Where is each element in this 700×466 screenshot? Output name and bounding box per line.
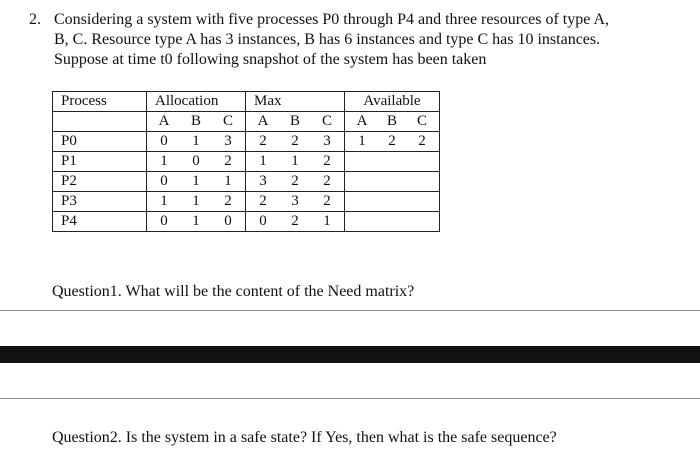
column-b-label: B: [289, 113, 300, 129]
table-row: P3 1 1 2 2 3 2: [52, 191, 440, 212]
max-cell: 2 3 2: [245, 191, 345, 212]
value-c: 2: [418, 133, 426, 149]
problem-line: B, C. Resource type A has 3 instances, B…: [54, 31, 601, 48]
problem-number: 2.: [29, 11, 41, 28]
table-row: P2 0 1 1 3 2 2: [52, 171, 440, 192]
value-b: 1: [291, 153, 299, 169]
value-c: 0: [224, 213, 232, 229]
allocation-cell: 0 1 1: [146, 171, 246, 192]
process-cell: P0: [52, 131, 147, 152]
table-subheader-row: A B C A B C A B C: [52, 111, 440, 132]
column-c-label: C: [416, 113, 427, 129]
available-cell: [344, 151, 440, 172]
value-a: 1: [358, 133, 366, 149]
value-b: 2: [291, 133, 299, 149]
value-c: 2: [224, 193, 232, 209]
value-b: 1: [192, 173, 200, 189]
value-a: 1: [160, 153, 168, 169]
value-b: 1: [192, 133, 200, 149]
redaction-bar: [0, 346, 700, 363]
max-header: Max: [245, 91, 345, 112]
available-cell: [344, 191, 440, 212]
process-cell: P1: [52, 151, 147, 172]
problem-statement: Considering a system with five processes…: [54, 10, 684, 70]
value-b: 2: [388, 133, 396, 149]
process-cell: P2: [52, 171, 147, 192]
value-c: 2: [323, 173, 331, 189]
max-subheader: A B C: [245, 111, 345, 132]
process-header: Process: [52, 91, 147, 112]
value-b: 2: [291, 173, 299, 189]
table-row: P4 0 1 0 0 2 1: [52, 211, 440, 232]
allocation-cell: 1 1 2: [146, 191, 246, 212]
divider: [0, 310, 700, 311]
value-a: 2: [259, 133, 267, 149]
value-a: 3: [259, 173, 267, 189]
allocation-cell: 0 1 3: [146, 131, 246, 152]
table-row: P1 1 0 2 1 1 2: [52, 151, 440, 172]
problem-line: Considering a system with five processes…: [54, 11, 610, 28]
value-a: 0: [160, 133, 168, 149]
value-a: 1: [160, 193, 168, 209]
process-cell: P3: [52, 191, 147, 212]
value-c: 3: [323, 133, 331, 149]
available-subheader: A B C: [344, 111, 440, 132]
value-b: 1: [192, 213, 200, 229]
table-row: P0 0 1 3 2 2 3 1 2 2: [52, 131, 440, 152]
value-c: 2: [224, 153, 232, 169]
max-cell: 1 1 2: [245, 151, 345, 172]
value-c: 1: [224, 173, 232, 189]
column-c-label: C: [222, 113, 233, 129]
allocation-cell: 1 0 2: [146, 151, 246, 172]
value-a: 2: [259, 193, 267, 209]
divider: [0, 398, 700, 399]
process-cell: P4: [52, 211, 147, 232]
value-c: 1: [323, 213, 331, 229]
available-cell: [344, 171, 440, 192]
column-a-label: A: [158, 113, 170, 129]
column-c-label: C: [321, 113, 332, 129]
available-cell: 1 2 2: [344, 131, 440, 152]
value-a: 1: [259, 153, 267, 169]
resource-snapshot-table: Process Allocation Max Available A B C A…: [52, 91, 440, 232]
available-cell: [344, 211, 440, 232]
max-cell: 0 2 1: [245, 211, 345, 232]
table-header-row: Process Allocation Max Available: [52, 91, 440, 112]
available-header: Available: [344, 91, 440, 112]
value-a: 0: [259, 213, 267, 229]
value-b: 0: [192, 153, 200, 169]
problem-line: Suppose at time t0 following snapshot of…: [54, 51, 487, 68]
column-a-label: A: [257, 113, 269, 129]
allocation-subheader: A B C: [146, 111, 246, 132]
value-b: 3: [291, 193, 299, 209]
column-b-label: B: [386, 113, 397, 129]
process-subheader-cell: [52, 111, 147, 132]
value-a: 0: [160, 213, 168, 229]
value-c: 3: [224, 133, 232, 149]
value-b: 1: [192, 193, 200, 209]
value-b: 2: [291, 213, 299, 229]
value-a: 0: [160, 173, 168, 189]
value-c: 2: [323, 193, 331, 209]
value-c: 2: [323, 153, 331, 169]
question-1: Question1. What will be the content of t…: [52, 283, 415, 300]
allocation-cell: 0 1 0: [146, 211, 246, 232]
max-cell: 3 2 2: [245, 171, 345, 192]
max-cell: 2 2 3: [245, 131, 345, 152]
question-2: Question2. Is the system in a safe state…: [52, 429, 557, 446]
column-b-label: B: [190, 113, 201, 129]
allocation-header: Allocation: [146, 91, 246, 112]
column-a-label: A: [356, 113, 368, 129]
